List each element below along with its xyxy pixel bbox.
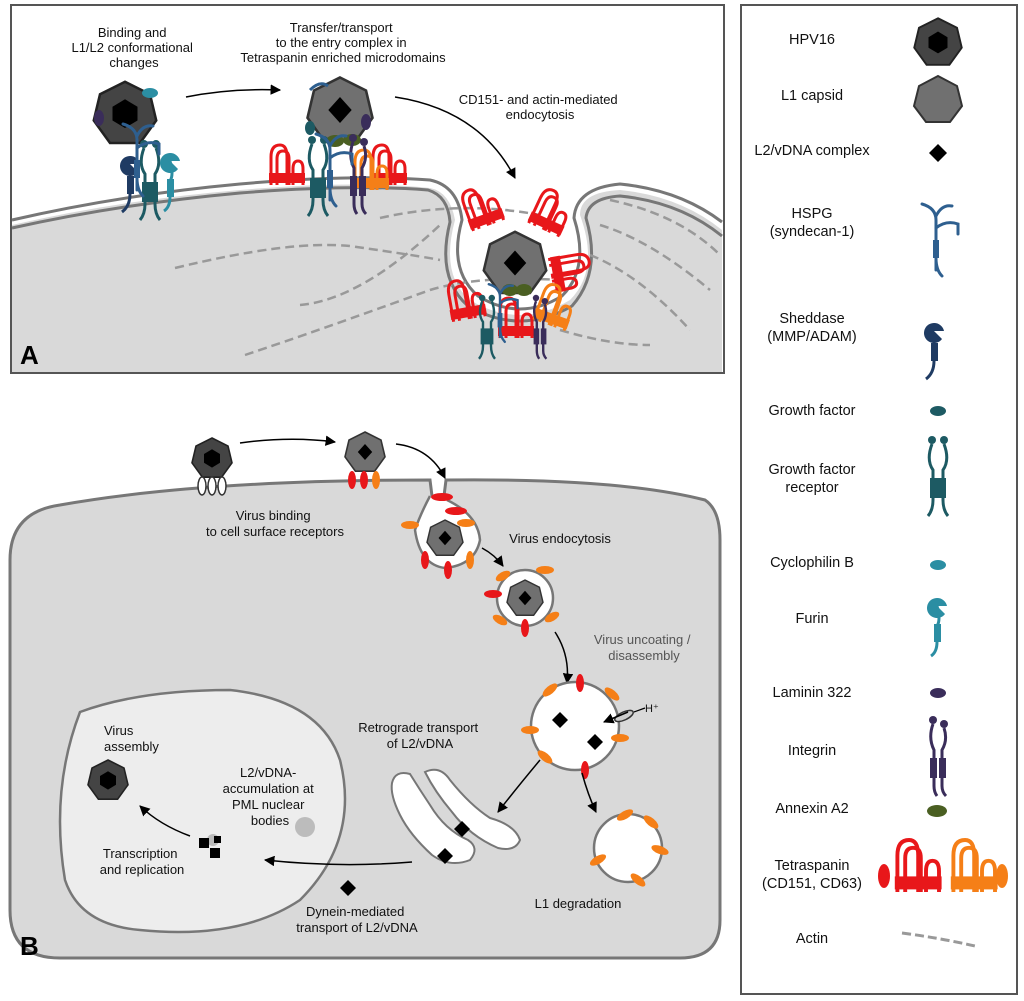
label-pml: L2/vDNA- accumulation at PML nuclear bod… xyxy=(223,765,318,828)
label-uncoating: Virus uncoating / disassembly xyxy=(594,632,694,663)
legend-label-actin: Actin xyxy=(796,931,828,947)
label-retrograde: Retrograde transport of L2/vDNA xyxy=(358,720,482,751)
label-transcription: Transcription and replication xyxy=(100,846,185,877)
b-arrow-6 xyxy=(581,772,597,813)
panel-a-letter: A xyxy=(20,340,39,370)
b-lysosome xyxy=(589,809,669,887)
b-endosome xyxy=(484,566,560,637)
legend-frame xyxy=(740,4,1018,995)
b-arrow-5 xyxy=(497,759,541,813)
growth-factor-icon xyxy=(930,406,946,416)
b-virion-receptors xyxy=(344,431,386,489)
panel-b-letter: B xyxy=(20,931,39,961)
actin-icon xyxy=(901,931,976,948)
b-arrow-8 xyxy=(139,805,191,837)
legend-label-l1-capsid: L1 capsid xyxy=(781,88,843,104)
label-virus-assembly: Virus assembly xyxy=(104,723,159,754)
legend-label-furin: Furin xyxy=(795,611,828,627)
panel-a-cell xyxy=(12,184,722,372)
l1-capsid-icon xyxy=(912,74,964,123)
legend-label-l2-vdna: L2/vDNA complex xyxy=(754,143,870,159)
pml-body xyxy=(295,817,315,837)
label-virus-binding: Virus binding to cell surface receptors xyxy=(206,508,345,539)
b-nuclear-dna xyxy=(199,834,221,858)
a-binding-complex xyxy=(92,80,182,222)
annexin-icon xyxy=(927,805,947,817)
panel-a-membrane-outer xyxy=(11,176,723,311)
legend-label-hspg: HSPG(syndecan-1) xyxy=(770,206,855,240)
legend-label-annexin: Annexin A2 xyxy=(775,801,848,817)
a-arrow-2 xyxy=(394,96,516,179)
laminin-icon xyxy=(930,688,946,698)
b-arrow-2 xyxy=(395,443,446,479)
label-binding: Binding and L1/L2 conformational changes xyxy=(71,25,196,70)
label-transfer: Transfer/transport to the entry complex … xyxy=(240,20,446,65)
a-arrow-1 xyxy=(185,84,282,98)
b-arrow-7 xyxy=(263,855,413,867)
a-endocytosis xyxy=(443,180,596,360)
label-virus-endocytosis: Virus endocytosis xyxy=(509,531,611,546)
b-golgi xyxy=(390,768,522,865)
tetraspanin-icon xyxy=(878,838,1008,894)
label-dynein: Dynein-mediated transport of L2/vDNA xyxy=(296,904,418,935)
l2-vdna-icon xyxy=(929,144,947,162)
legend-label-growth-factor: Growth factor xyxy=(768,403,855,419)
label-proton: H⁺ xyxy=(645,703,659,715)
panel-b: B Virus binding to cell surface receptor… xyxy=(8,431,722,961)
b-arrow-1 xyxy=(239,435,337,446)
panel-a-membrane-inner xyxy=(11,186,723,323)
panel-a: A Binding and L1/L2 conformational chang… xyxy=(10,4,725,374)
legend-label-laminin: Laminin 322 xyxy=(773,685,852,701)
b-late-endosome xyxy=(521,674,646,779)
b-arrow-4 xyxy=(554,631,574,685)
legend-label-sheddase: Sheddase(MMP/ADAM) xyxy=(767,311,856,345)
legend-label-hpv16: HPV16 xyxy=(789,32,835,48)
panel-a-actin xyxy=(174,198,721,357)
label-cd151-endocytosis: CD151- and actin-mediated endocytosis xyxy=(459,92,622,122)
a-entry-complex xyxy=(267,76,409,218)
b-arrow-3 xyxy=(481,547,504,567)
label-l1-degradation: L1 degradation xyxy=(535,896,622,911)
nucleus xyxy=(58,688,347,934)
legend-label-integrin: Integrin xyxy=(788,743,836,759)
b-endocytosis-pit xyxy=(401,493,482,579)
b-virion-binding xyxy=(191,437,233,496)
cyclophilin-b-icon xyxy=(930,560,946,570)
legend-label-tetraspanin: Tetraspanin(CD151, CD63) xyxy=(762,858,862,892)
legend-label-cyclophilin-b: Cyclophilin B xyxy=(770,555,854,571)
